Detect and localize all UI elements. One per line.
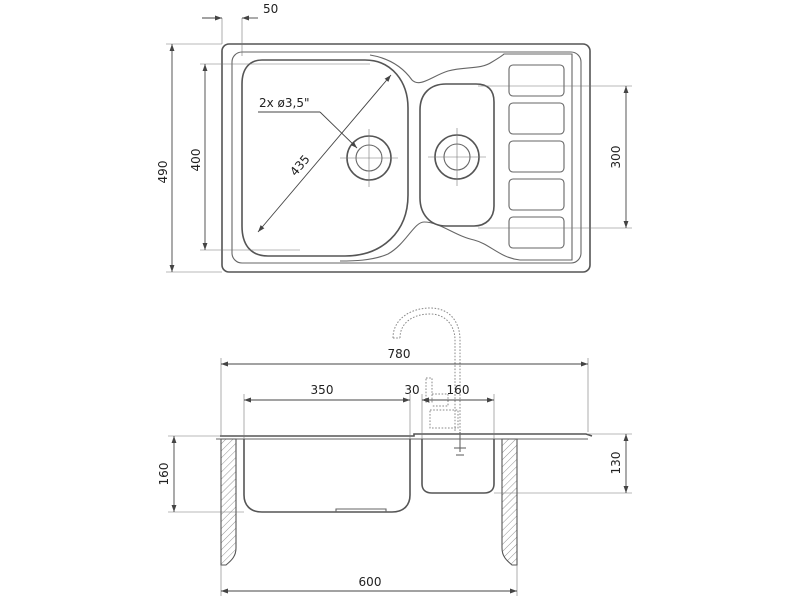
main-drain <box>340 129 398 187</box>
dim-label-160-width: 160 <box>447 383 470 397</box>
cabinet-wall-left <box>220 438 237 566</box>
dimension-780: 780 <box>220 347 589 436</box>
dim-label-600: 600 <box>359 575 382 589</box>
dim-label-160-depth: 160 <box>157 463 171 486</box>
drain-note: 2x ø3,5" <box>259 96 310 110</box>
dim-label-490: 490 <box>156 161 170 184</box>
drainboard-ribs <box>508 64 565 249</box>
dimension-50: 50 <box>202 2 278 56</box>
dim-label-300: 300 <box>609 146 623 169</box>
dimension-130: 130 <box>494 433 632 494</box>
small-drain <box>428 128 486 186</box>
drainboard-rib <box>508 102 565 135</box>
dimension-300: 300 <box>478 85 632 229</box>
dimension-160-width: 160 <box>422 383 495 439</box>
cabinet-wall-right <box>501 438 518 566</box>
small-bowl-section <box>421 439 495 494</box>
drain-callout: 2x ø3,5" <box>258 96 358 149</box>
drainboard-rib <box>508 64 565 97</box>
side-view: 780 350 30 160 160 <box>157 307 632 596</box>
dimension-600: 600 <box>220 565 518 596</box>
sink-inner-outline <box>231 51 582 264</box>
dimension-350: 350 <box>243 383 411 439</box>
drainboard-rib <box>508 216 565 249</box>
main-bowl-outline <box>241 59 409 257</box>
dimension-400: 400 <box>189 63 370 251</box>
dim-label-30: 30 <box>404 383 419 397</box>
top-view: 50 490 400 435 2x ø3,5" <box>156 2 632 273</box>
dim-label-350: 350 <box>311 383 334 397</box>
drainboard-rib <box>508 178 565 211</box>
faucet <box>392 307 466 456</box>
dim-label-435: 435 <box>287 152 312 179</box>
dim-label-50: 50 <box>263 2 278 16</box>
dim-label-780: 780 <box>388 347 411 361</box>
drainboard-rib <box>508 140 565 173</box>
dimension-30: 30 <box>398 383 432 439</box>
small-bowl-outline <box>419 83 495 227</box>
basin-contour <box>339 53 573 262</box>
dimension-490: 490 <box>156 43 222 273</box>
main-bowl-section <box>243 439 411 513</box>
countertop-top <box>220 433 593 437</box>
dim-label-400: 400 <box>189 149 203 172</box>
dimension-160-depth: 160 <box>157 435 244 513</box>
sink-outer-outline <box>221 43 591 273</box>
dim-label-130: 130 <box>609 452 623 475</box>
